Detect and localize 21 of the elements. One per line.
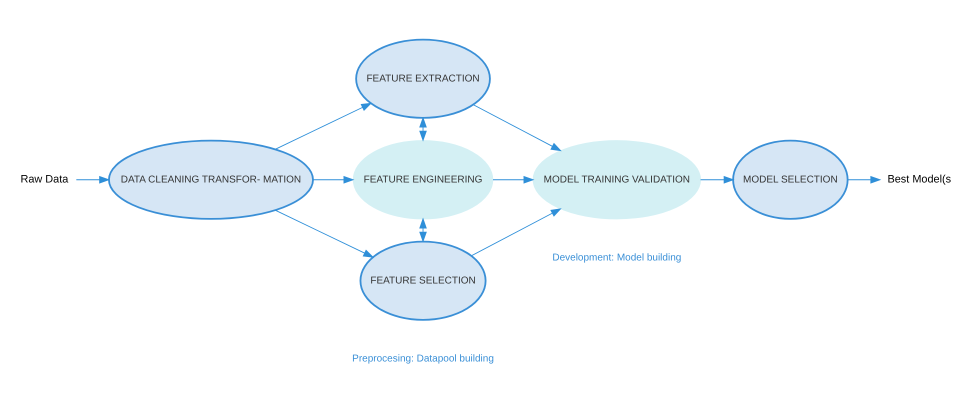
node-ellipse: MODEL TRAINING VALIDATION	[532, 140, 702, 220]
node-ellipse: FEATURE ENGINEERING	[352, 140, 494, 220]
node-ellipse: FEATURE SELECTION	[360, 240, 487, 321]
arrow	[847, 176, 882, 184]
arrow	[472, 104, 562, 152]
arrow	[419, 218, 427, 243]
arrow	[700, 176, 735, 184]
node-text: Best Model(s	[887, 174, 952, 186]
node-ellipse: FEATURE EXTRACTION	[355, 38, 491, 119]
arrow	[274, 210, 374, 258]
arrow	[470, 208, 562, 256]
arrow	[492, 176, 534, 184]
arrow	[419, 116, 427, 142]
label: Preprocesing: Datapool building	[352, 354, 494, 365]
node-ellipse: MODEL SELECTION	[732, 140, 849, 220]
arrow	[274, 102, 372, 150]
arrow	[76, 176, 110, 184]
label: Development: Model building	[552, 252, 682, 264]
arrow	[312, 176, 354, 184]
node-text: Raw Data	[20, 174, 68, 186]
node-ellipse: DATA CLEANING TRANSFOR- MATION	[108, 140, 314, 220]
